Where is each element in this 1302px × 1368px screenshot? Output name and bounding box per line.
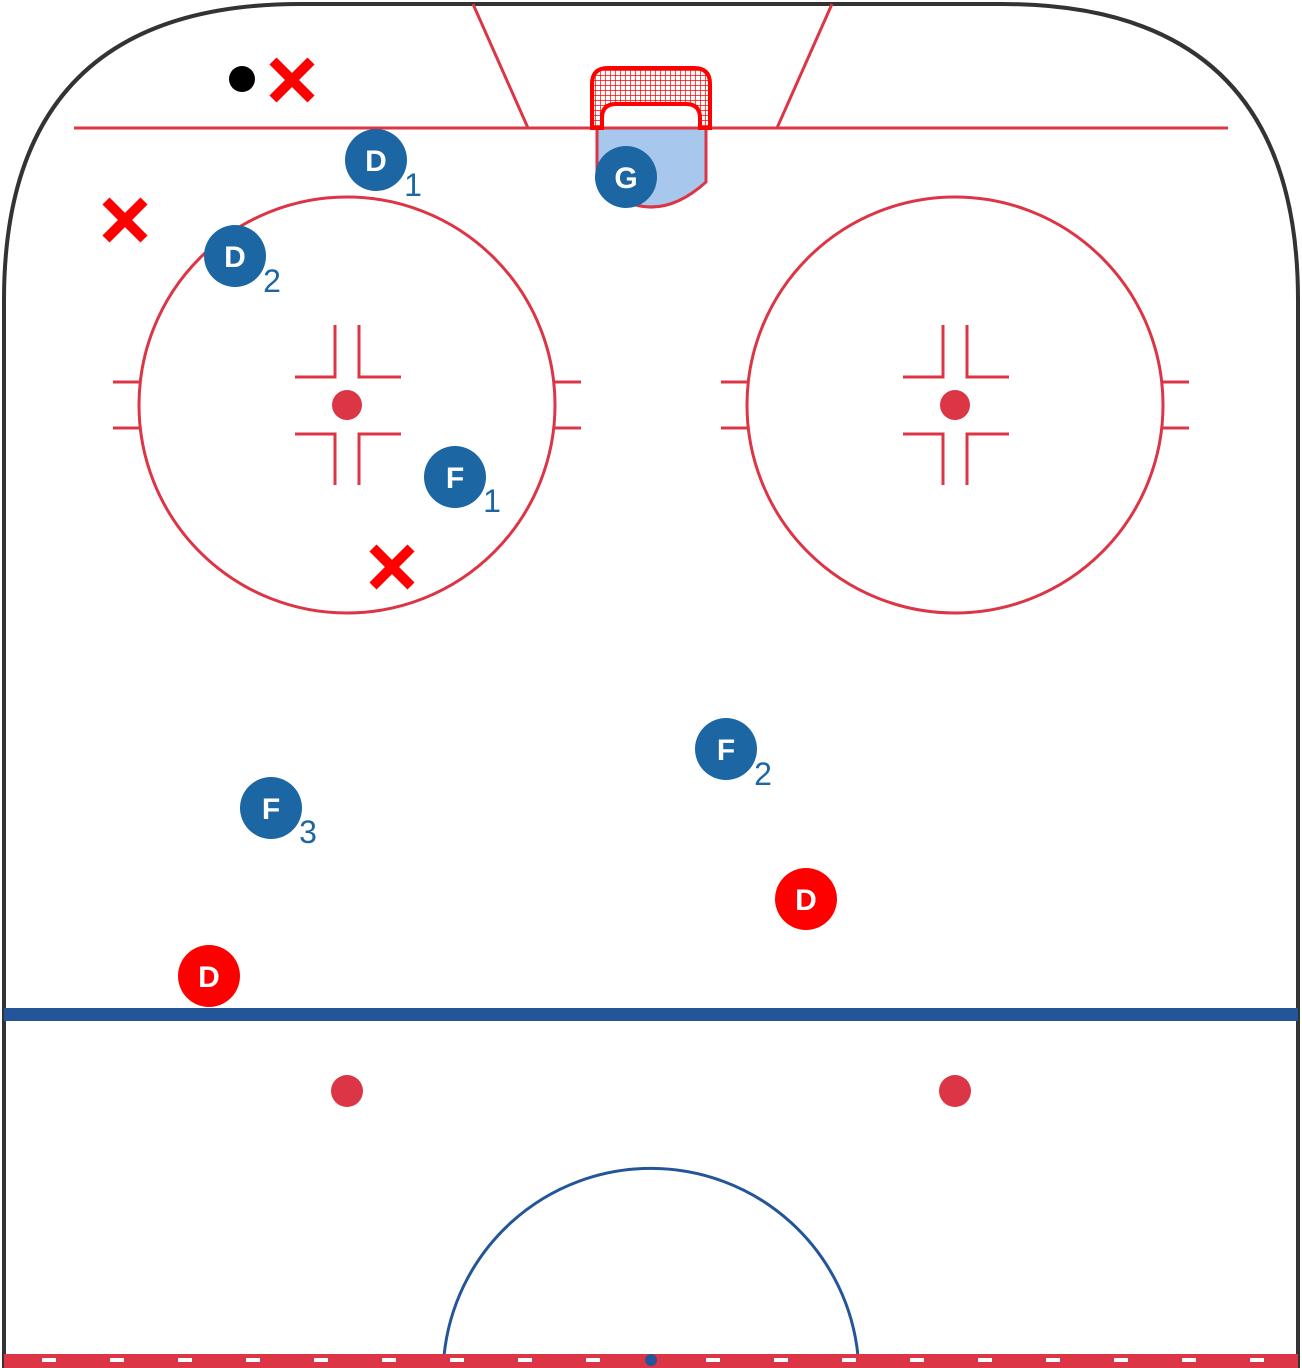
player-f2: F 2	[695, 718, 772, 792]
player-letter: F	[262, 793, 280, 826]
x-mark-icon	[102, 197, 148, 243]
opponent-defense-right: D	[775, 868, 837, 930]
player-f1: F 1	[424, 446, 501, 519]
faceoff-dot-right	[940, 390, 970, 420]
player-d2: D 2	[204, 225, 281, 299]
faceoff-circle-left	[113, 195, 581, 615]
player-letter: D	[795, 884, 817, 917]
faceoff-dot-left	[332, 390, 362, 420]
puck-icon	[229, 66, 255, 92]
player-letter: D	[224, 241, 246, 274]
player-letter: G	[614, 162, 637, 195]
x-mark-icon	[269, 57, 315, 103]
blue-line	[4, 1008, 1298, 1021]
player-number: 2	[263, 263, 281, 299]
center-faceoff-dot	[645, 1354, 657, 1366]
trapezoid-line-left	[471, 3, 530, 129]
opponent-defense-left: D	[178, 945, 240, 1007]
player-letter: D	[365, 145, 387, 178]
neutral-zone-dot-right	[939, 1075, 971, 1107]
player-letter: F	[717, 734, 735, 767]
player-number: 3	[299, 814, 317, 850]
player-letter: D	[198, 961, 220, 994]
player-letter: F	[446, 462, 464, 495]
center-line-dashes	[42, 1358, 1264, 1362]
faceoff-circle-right	[721, 195, 1189, 615]
trapezoid-line-right	[775, 3, 834, 129]
player-number: 2	[754, 756, 772, 792]
center-circle	[442, 1166, 860, 1357]
player-goalie: G	[595, 146, 657, 208]
goal-net-icon	[590, 66, 712, 130]
player-number: 1	[483, 483, 501, 519]
neutral-zone-dot-left	[331, 1075, 363, 1107]
player-f3: F 3	[240, 777, 317, 850]
x-mark-icon	[369, 544, 415, 590]
player-d1: D 1	[345, 129, 422, 203]
player-number: 1	[404, 167, 422, 203]
